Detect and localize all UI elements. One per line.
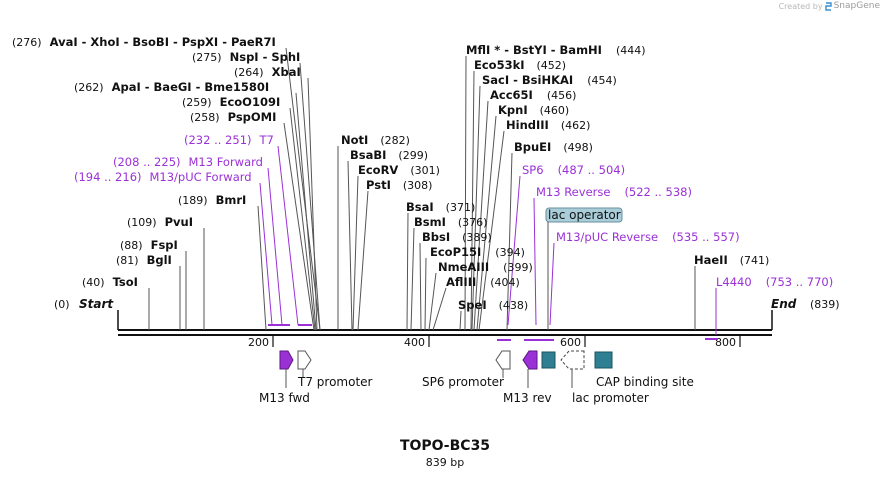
enzyme-site: (259)EcoO109I <box>182 95 280 109</box>
primer-site: L4440(753 .. 770) <box>716 275 833 289</box>
enzyme-site: (262)ApaI - BaeGI - Bme1580I <box>74 80 269 94</box>
enzyme-site: NmeAIII(399) <box>438 260 533 274</box>
end-name: End <box>771 297 797 311</box>
enzyme-site: BsaI(371) <box>406 200 475 214</box>
lac-promoter-feature-arrow <box>560 350 585 370</box>
feature-label: lac promoter <box>572 391 649 405</box>
feature-label: M13 rev <box>503 391 552 405</box>
enzyme-site: HindIII(462) <box>506 118 590 132</box>
enzyme-site: NotI(282) <box>341 133 410 147</box>
start-label: (0) Start <box>54 297 114 311</box>
enzyme-site: AflIII(404) <box>446 275 520 289</box>
lac-operator-text: lac operator <box>548 208 621 222</box>
primer-site: (232 .. 251)T7 <box>184 133 274 147</box>
t7-promoter-feature-arrow <box>297 350 312 370</box>
enzyme-site: (109)PvuI <box>127 215 193 229</box>
primer-labels: (232 .. 251)T7 (208 .. 225)M13 Forward (… <box>74 133 833 289</box>
credit-brand: SnapGene <box>833 1 880 11</box>
tick-label: 800 <box>715 336 736 349</box>
enzyme-site: KpnI(460) <box>498 103 569 117</box>
enzyme-site: EcoP15I(394) <box>430 245 525 259</box>
start-position: (0) <box>54 298 70 311</box>
tick-label: 400 <box>404 336 425 349</box>
enzyme-site: EcoRV(301) <box>358 163 440 177</box>
enzyme-site: (258)PspOMI <box>190 110 276 124</box>
lac-operator-feature-box <box>541 351 556 369</box>
enzyme-site: (81)BglI <box>116 253 172 267</box>
feature-label: SP6 promoter <box>422 375 504 389</box>
enzyme-site: BbsI(389) <box>422 230 492 244</box>
tick-label: 200 <box>248 336 269 349</box>
m13-rev-feature-arrow <box>522 350 538 370</box>
end-label: End (839) <box>771 297 840 311</box>
feature-track <box>279 350 613 388</box>
primer-site: M13/pUC Reverse(535 .. 557) <box>556 230 740 244</box>
snapgene-credit: Created by SnapGene <box>779 1 880 11</box>
feature-labels: M13 fwd T7 promoter SP6 promoter M13 rev… <box>259 375 694 405</box>
enzyme-site: (276)AvaI - XhoI - BsoBI - PspXI - PaeR7… <box>12 35 276 49</box>
primer-site: (194 .. 216)M13/pUC Forward <box>74 170 252 184</box>
scale-ticks: 200 400 600 800 <box>248 335 741 349</box>
enzyme-site: PstI(308) <box>366 178 432 192</box>
enzyme-site: Eco53kI(452) <box>474 58 566 72</box>
end-position: (839) <box>810 298 840 311</box>
enzyme-labels-right: MflI * - BstYI - BamHI(444) Eco53kI(452)… <box>466 43 769 267</box>
sp6-promoter-feature-arrow <box>495 350 511 370</box>
feature-label: CAP binding site <box>596 375 694 389</box>
enzyme-leader-lines <box>148 47 696 331</box>
feature-label: T7 promoter <box>297 375 373 389</box>
enzyme-site: (88)FspI <box>120 238 178 252</box>
primer-site: (208 .. 225)M13 Forward <box>113 155 263 169</box>
snapgene-logo-icon <box>824 1 832 11</box>
enzyme-site: MflI * - BstYI - BamHI(444) <box>466 43 646 57</box>
enzyme-site: HaeII(741) <box>694 253 769 267</box>
primer-site: SP6(487 .. 504) <box>522 163 625 177</box>
enzyme-site: BsaBI(299) <box>350 148 428 162</box>
primer-leader-lines <box>259 145 717 335</box>
primer-site: M13 Reverse(522 .. 538) <box>536 185 692 199</box>
enzyme-labels-left: (276)AvaI - XhoI - BsoBI - PspXI - PaeR7… <box>12 35 301 289</box>
enzyme-site: (189)BmrI <box>178 193 246 207</box>
enzyme-site: SacI - BsiHKAI(454) <box>482 73 617 87</box>
enzyme-site: (264)XbaI <box>234 65 301 79</box>
m13-fwd-feature-arrow <box>279 350 294 370</box>
enzyme-site: Acc65I(456) <box>490 88 576 102</box>
enzyme-site: (275)NspI - SphI <box>192 50 300 64</box>
backbone <box>117 310 773 336</box>
lac-operator-label: lac operator <box>545 207 623 330</box>
credit-text: Created by <box>778 1 823 11</box>
enzyme-site: BsmI(376) <box>414 215 487 229</box>
feature-label: M13 fwd <box>259 391 310 405</box>
tick-label: 600 <box>560 336 581 349</box>
cap-binding-site-feature-box <box>594 351 613 369</box>
enzyme-site: BpuEI(498) <box>514 140 593 154</box>
start-name: Start <box>79 297 114 311</box>
map-length: 839 bp <box>425 456 465 469</box>
map-title: TOPO-BC35 <box>399 438 491 454</box>
enzyme-site: (40)TsoI <box>82 275 138 289</box>
enzyme-site: SpeI(438) <box>458 298 528 312</box>
enzyme-labels-middle: NotI(282) BsaBI(299) EcoRV(301) PstI(308… <box>341 133 533 312</box>
primer-binding-marks <box>268 324 718 341</box>
